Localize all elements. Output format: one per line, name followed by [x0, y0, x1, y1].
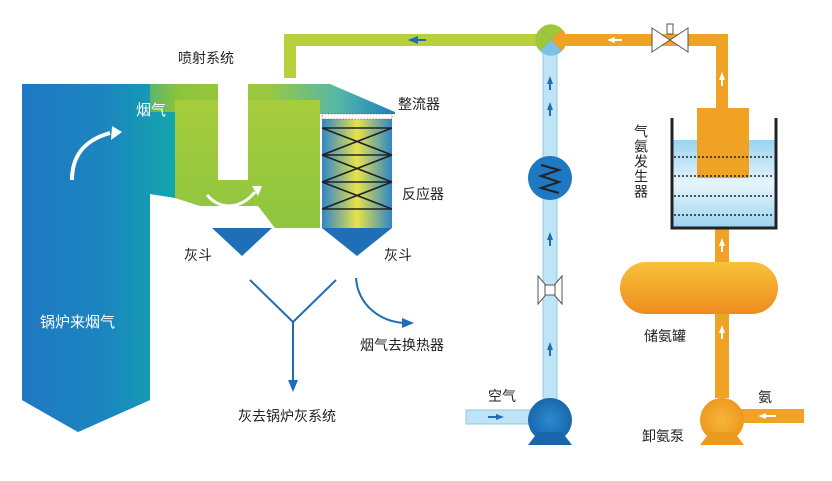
reactor-catalyst	[321, 127, 393, 210]
u-bend-section	[175, 100, 320, 228]
flue-gas-up-arrow	[70, 131, 111, 181]
air-heater	[528, 156, 572, 200]
pipe-flow-arrows	[408, 36, 776, 420]
label-ash-to-boiler-system: 灰去锅炉灰系统	[238, 409, 336, 425]
boiler-main	[22, 84, 175, 432]
label-spray-system: 喷射系统	[178, 51, 234, 67]
label-unloading-pump: 卸氨泵	[642, 429, 684, 445]
ammonia-unloading-pump	[700, 398, 744, 445]
ammonia-generator	[670, 108, 778, 230]
air-pump	[528, 398, 572, 445]
ash-hopper-right	[322, 228, 392, 256]
u-turn-arrow	[205, 190, 257, 208]
ammonia-storage-tank	[620, 262, 778, 314]
label-boiler-flue-gas: 锅炉来烟气	[40, 313, 115, 331]
label-ammonia-generator: 气氨发生器	[632, 124, 648, 199]
reactor-body	[322, 118, 392, 228]
ammonia-air-duct	[284, 34, 550, 78]
label-flue-gas: 烟气	[136, 101, 166, 119]
label-ammonia: 氨	[758, 390, 772, 406]
ash-hopper-left	[212, 228, 272, 256]
air-valve	[537, 274, 563, 306]
label-ash-hopper-left: 灰斗	[184, 248, 212, 264]
rectifier-grid	[321, 113, 393, 120]
label-reactor: 反应器	[402, 186, 444, 203]
label-rectifier: 整流器	[398, 97, 440, 113]
ammonia-gas-pipe	[553, 34, 728, 108]
label-ammonia-storage-tank: 储氨罐	[644, 329, 686, 345]
three-way-valve	[535, 24, 567, 56]
flue-gas-out-arrow	[355, 277, 414, 328]
ammonia-gas-valve	[651, 23, 689, 53]
label-flue-gas-to-heat-exchanger: 烟气去换热器	[360, 337, 444, 354]
label-ash-hopper-right: 灰斗	[384, 248, 412, 264]
label-air: 空气	[488, 389, 516, 405]
ash-discharge-lines	[249, 279, 337, 392]
